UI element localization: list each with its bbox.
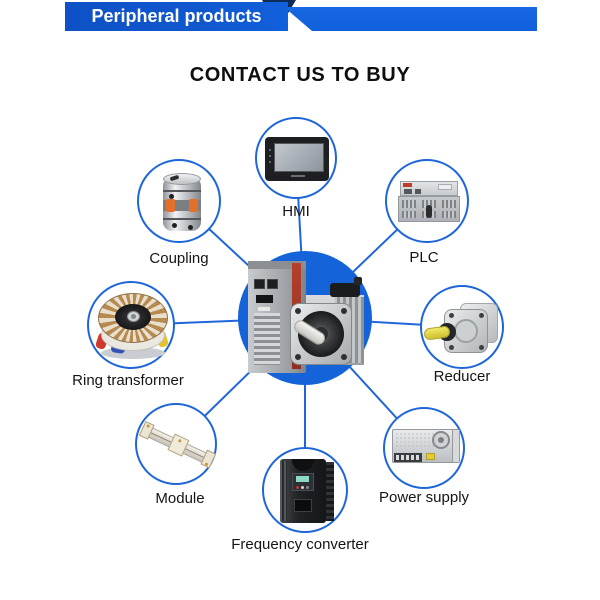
node-plc — [385, 159, 469, 243]
label-reducer: Reducer — [433, 368, 491, 385]
label-plc: PLC — [409, 249, 439, 266]
label-module: Module — [155, 490, 205, 507]
label-power-supply: Power supply — [378, 489, 470, 506]
plc-image — [398, 181, 460, 225]
node-coupling — [137, 159, 221, 243]
node-ring-transformer — [87, 281, 175, 369]
banner-title: Peripheral products — [65, 2, 288, 31]
module-image — [138, 420, 217, 469]
hmi-touchscreen-image — [265, 137, 329, 181]
label-hmi: HMI — [282, 203, 310, 220]
ring-transformer-image — [94, 293, 170, 361]
label-coupling: Coupling — [149, 250, 209, 267]
banner-ribbon — [284, 7, 537, 31]
node-frequency-converter — [262, 447, 348, 533]
reducer-image — [423, 301, 500, 357]
hub-circle — [238, 251, 372, 385]
node-hmi — [255, 117, 337, 199]
power-supply-image — [392, 429, 460, 471]
node-module — [135, 403, 217, 485]
servo-drive-and-motor-image — [238, 251, 372, 385]
node-power-supply — [383, 407, 465, 489]
coupling-image — [160, 173, 204, 233]
label-ring-transformer: Ring transformer — [72, 372, 184, 389]
label-frequency-converter: Frequency converter — [231, 536, 369, 553]
page-title: CONTACT US TO BUY — [189, 64, 411, 86]
frequency-converter-image — [280, 459, 336, 525]
node-reducer — [420, 285, 504, 369]
